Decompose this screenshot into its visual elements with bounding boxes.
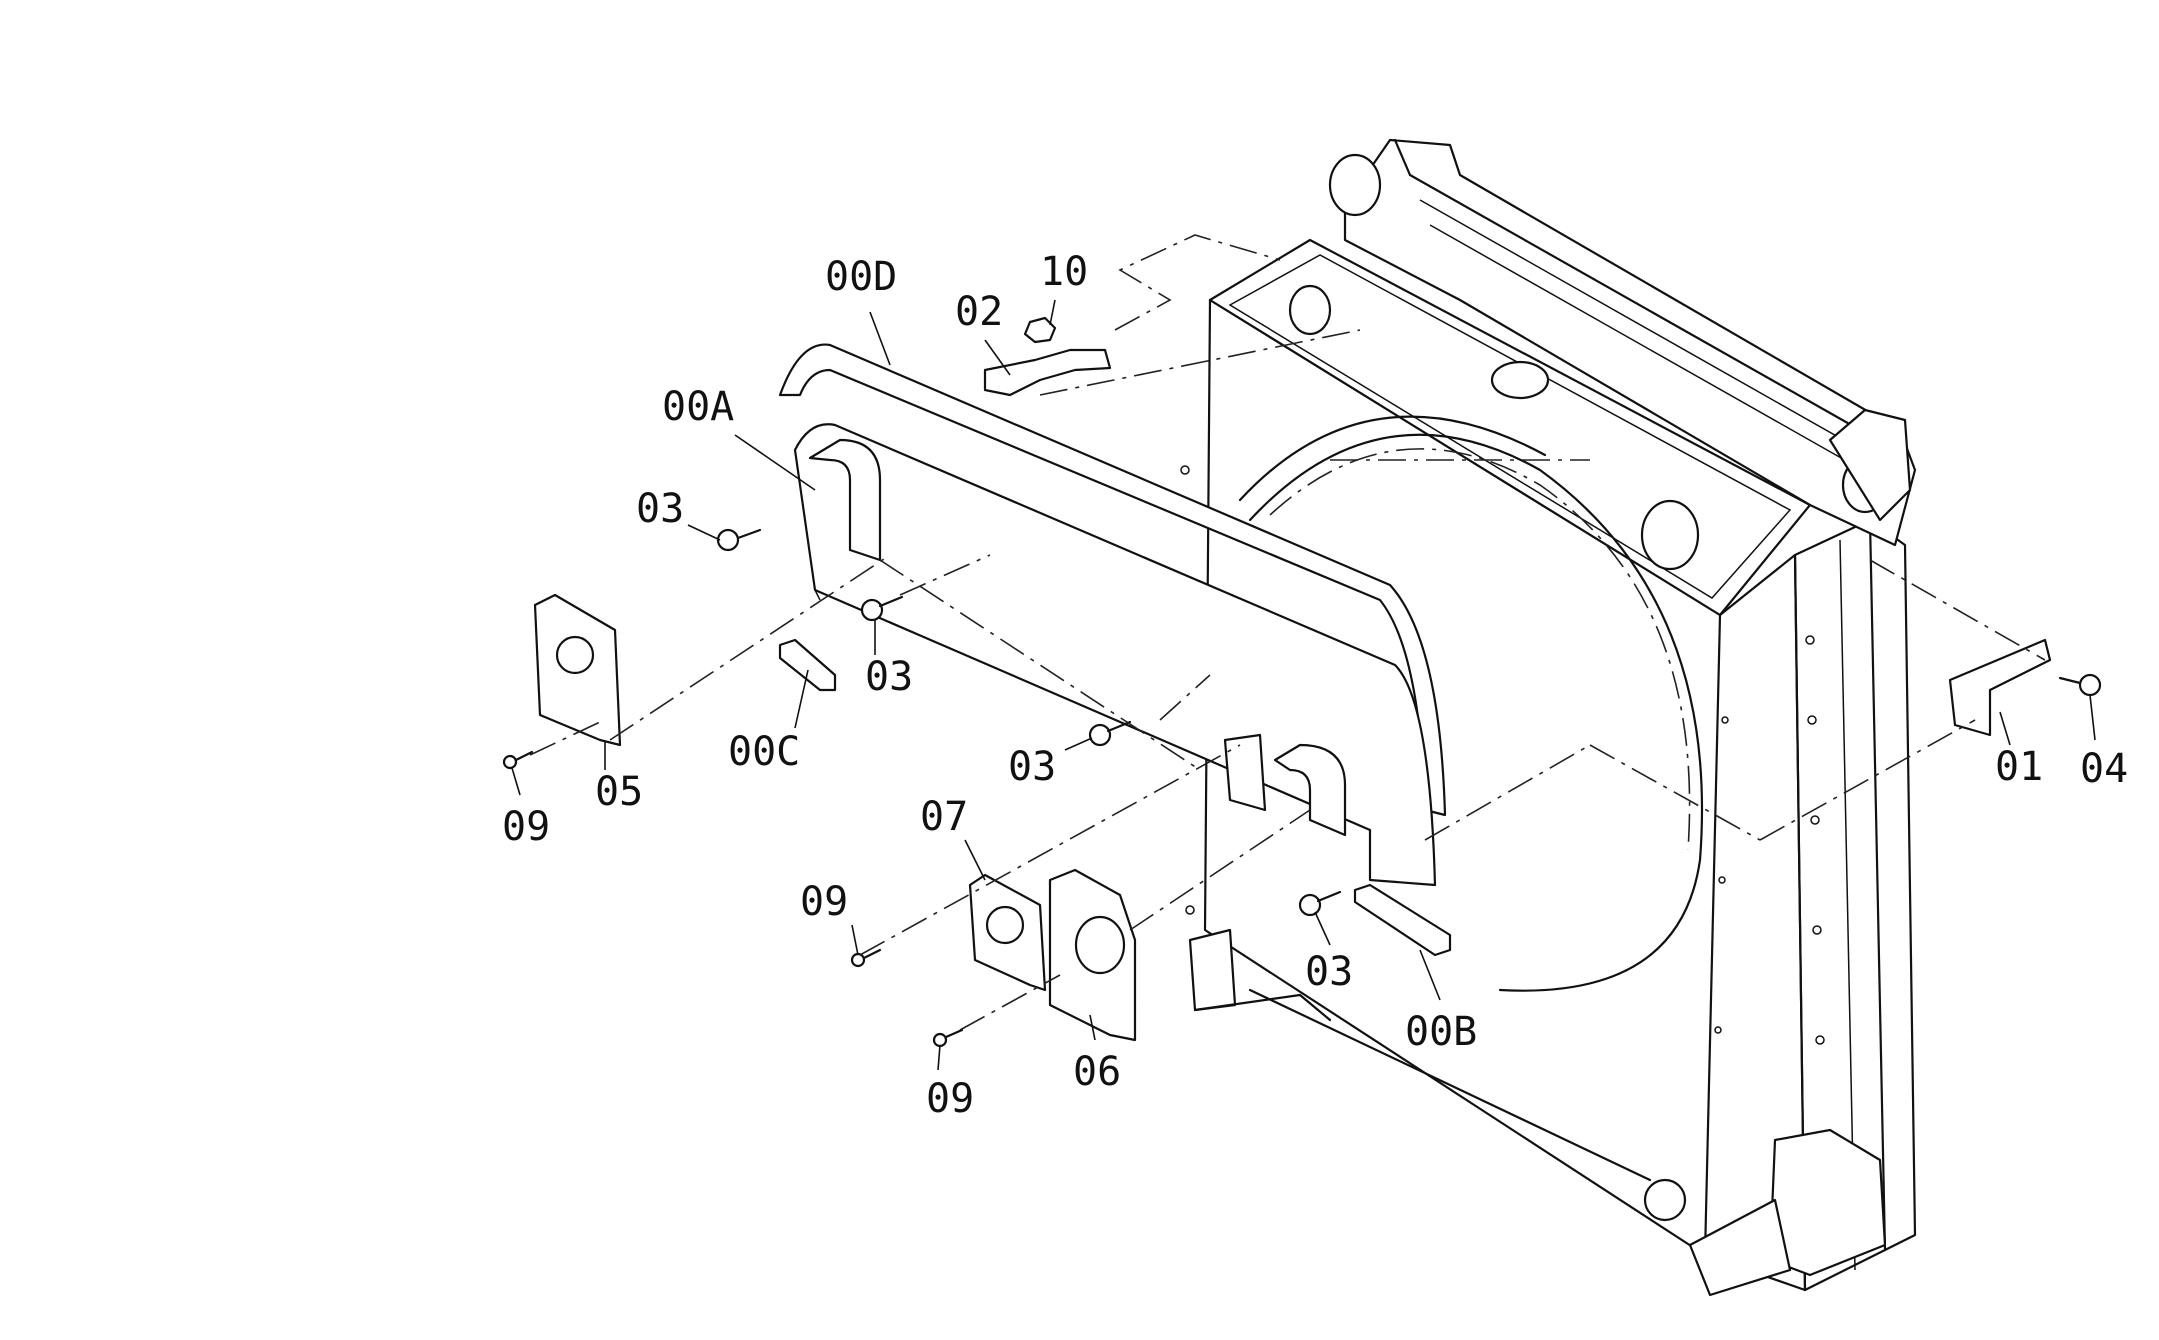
part-00D-cover <box>778 343 1447 817</box>
label-03-c: 03 <box>1008 744 1056 790</box>
label-02: 02 <box>955 289 1003 335</box>
label-09-b: 09 <box>800 879 848 925</box>
label-09-c: 09 <box>926 1076 974 1122</box>
label-06: 06 <box>1073 1049 1121 1095</box>
pin-09-c <box>932 1028 964 1048</box>
label-00C: 00C <box>728 729 800 775</box>
label-03-b: 03 <box>865 654 913 700</box>
leader-lines <box>511 299 2096 1071</box>
bolt-03-c <box>1088 720 1132 747</box>
label-01: 01 <box>1995 744 2043 790</box>
bolt-03-d <box>1298 890 1342 917</box>
label-04: 04 <box>2080 746 2128 792</box>
part-07-plate <box>968 873 1047 992</box>
part-00A-panel <box>793 423 1437 887</box>
bolt-03-b <box>860 595 904 622</box>
bolt-04 <box>2058 673 2102 697</box>
label-05: 05 <box>595 769 643 815</box>
label-00B: 00B <box>1405 1009 1477 1055</box>
label-00A: 00A <box>662 384 734 430</box>
label-03-d: 03 <box>1305 949 1353 995</box>
part-00B-seal <box>1353 883 1452 957</box>
part-00C-seal <box>778 638 837 692</box>
part-05-plate <box>533 593 622 747</box>
assembly-axis-lines <box>529 234 2046 1031</box>
fastener-bolts <box>502 528 2102 1048</box>
label-00D: 00D <box>825 254 897 300</box>
label-09-a: 09 <box>502 804 550 850</box>
bolt-03-a <box>716 528 762 552</box>
part-labels: 00D 10 02 00A 03 03 00C 05 09 03 07 09 0… <box>502 249 2128 1122</box>
radiator-assembly <box>1180 138 1917 1297</box>
part-01-bracket <box>1948 638 2052 737</box>
pin-09-b <box>850 948 882 968</box>
part-06-plate <box>1048 868 1137 1042</box>
label-03-a: 03 <box>636 486 684 532</box>
pin-09-a <box>502 750 534 770</box>
part-02-bracket <box>983 316 1112 397</box>
label-10: 10 <box>1040 249 1088 295</box>
label-07: 07 <box>920 794 968 840</box>
